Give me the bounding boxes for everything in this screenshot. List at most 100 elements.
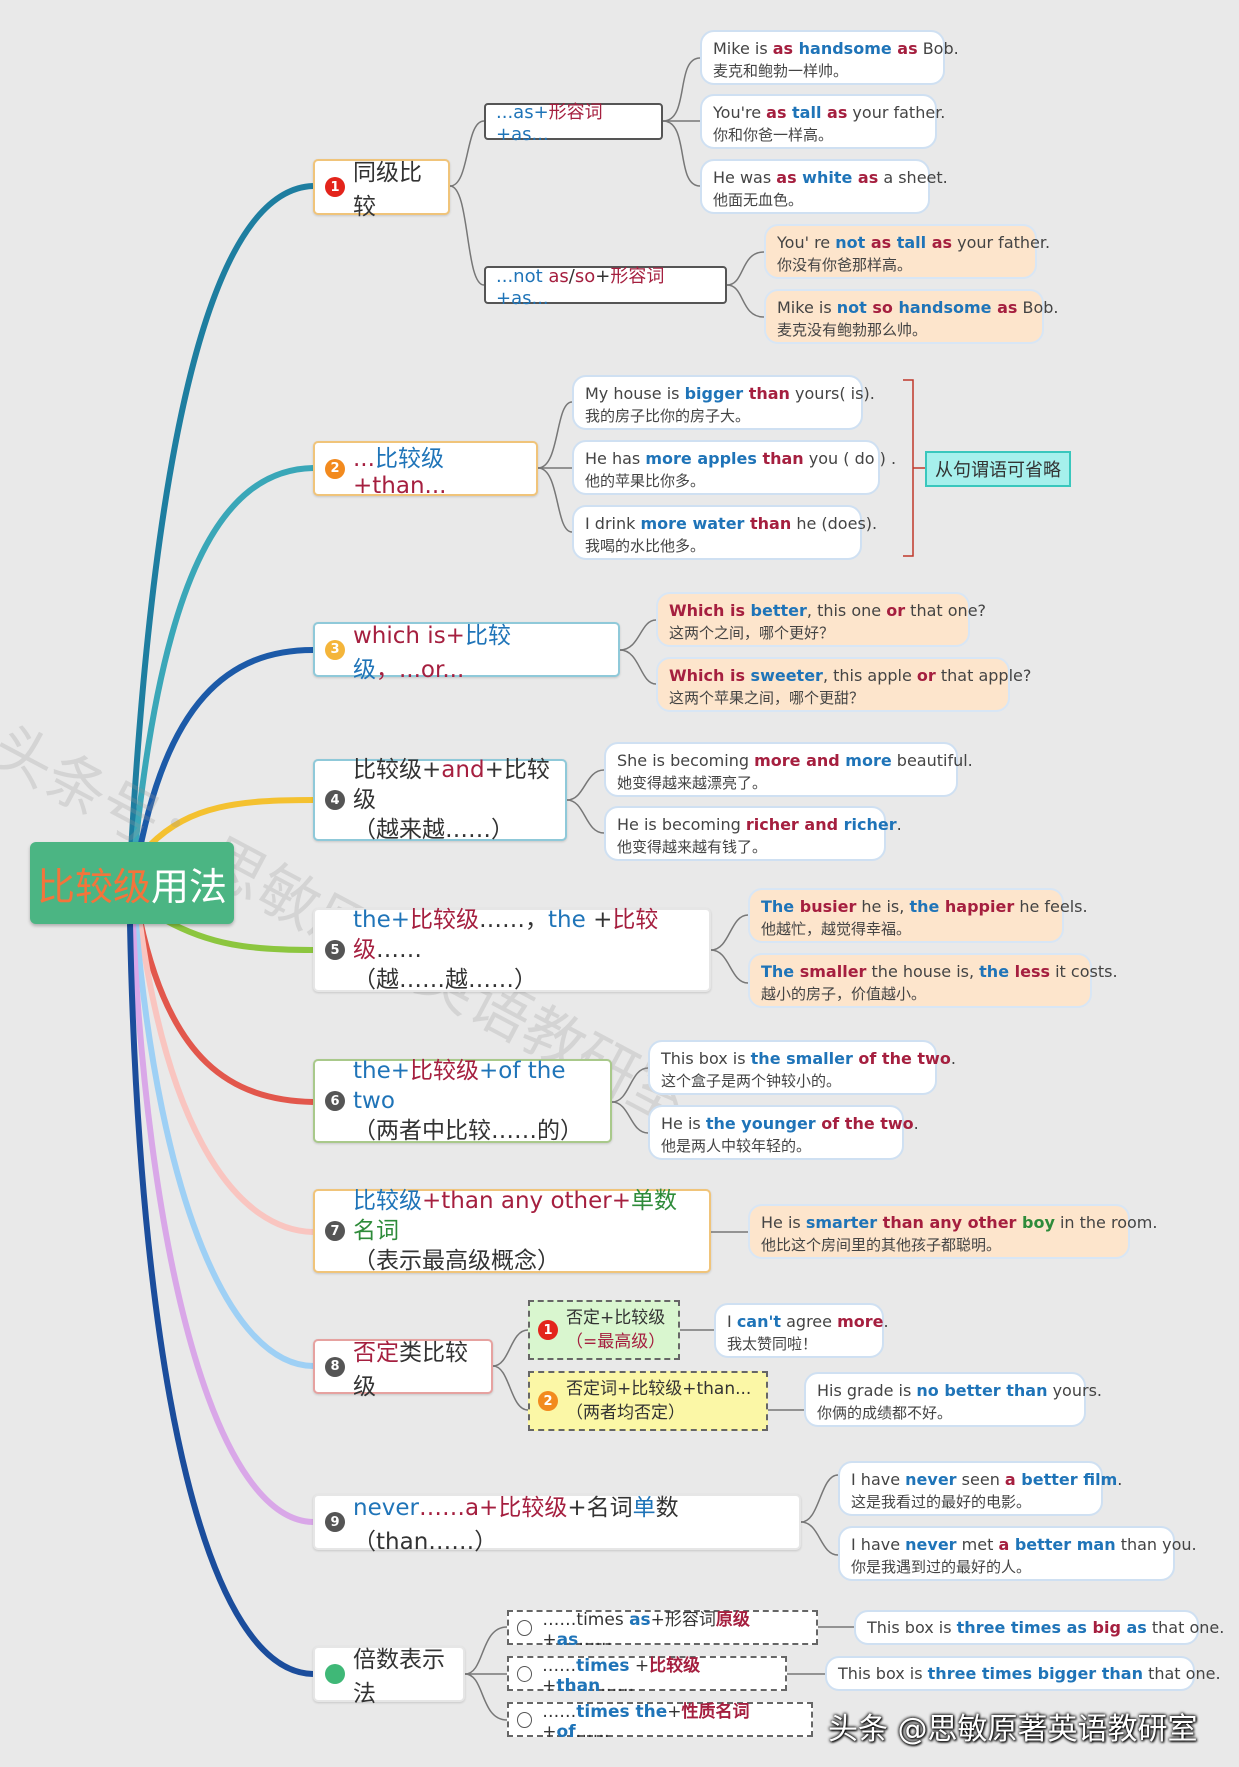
label-part: 比较级 — [498, 1495, 568, 1521]
example-leaf[interactable]: I drink more water than he (does). 我喝的水比… — [572, 505, 877, 560]
example-leaf[interactable]: This box is three times bigger than that… — [825, 1656, 1221, 1691]
example-leaf[interactable]: He has more apples than you ( do ) . 他的苹… — [572, 440, 896, 495]
text: Bob. — [917, 39, 959, 58]
central-topic[interactable]: 比较级用法 — [30, 842, 234, 924]
text: more — [645, 449, 698, 468]
translation: 这两个苹果之间，哪个更甜？ — [669, 689, 865, 707]
sub-node-times-than[interactable]: ……times +比较级+than…… — [507, 1656, 787, 1696]
text: . — [896, 815, 902, 834]
example-leaf[interactable]: Which is better, this one or that one? 这… — [656, 592, 986, 647]
branch-node-3[interactable]: 3 which is+比较级，...or... — [313, 622, 620, 683]
label-line-2: （越……越……） — [353, 967, 537, 993]
badge-sub-2: 2 — [538, 1391, 558, 1411]
label-part: 单数名词 — [353, 1188, 677, 1244]
example-leaf[interactable]: I have never met a better man than you. … — [838, 1526, 1197, 1581]
example-leaf[interactable]: The smaller the house is, the less it co… — [748, 953, 1118, 1008]
example-leaf[interactable]: The busier he is, the happier he feels. … — [748, 888, 1088, 943]
example-leaf[interactable]: You' re not as tall as your father. 你没有你… — [764, 224, 1050, 279]
branch-line-10 — [127, 923, 314, 1677]
branch-label: 倍数表示法 — [353, 1647, 445, 1707]
example-leaf[interactable]: Mike is not so handsome as Bob. 麦克没有鲍勃那么… — [764, 289, 1059, 344]
translation: 他比这个房间里的其他孩子都聪明。 — [761, 1236, 1002, 1254]
text: more — [845, 751, 892, 770]
label-part: + — [593, 907, 613, 933]
sub-part: as — [629, 1610, 651, 1630]
text: handsome — [898, 298, 998, 317]
example-leaf[interactable]: I can't agree more. 我太赞同啦！ — [714, 1303, 889, 1358]
example-leaf[interactable]: His grade is no better than yours. 你俩的成绩… — [804, 1372, 1102, 1427]
text: as — [997, 298, 1018, 317]
example-leaf[interactable]: He is becoming richer and richer. 他变得越来越… — [604, 806, 902, 861]
branch-node-5[interactable]: 5 the+比较级……，the +比较级…… （越……越……） — [313, 907, 711, 993]
text: as — [870, 233, 897, 252]
text: than — [750, 514, 792, 533]
branch-node-1[interactable]: 1 同级比较 — [313, 159, 450, 220]
example-leaf[interactable]: I have never seen a better film. 这是我看过的最… — [838, 1461, 1122, 1516]
branch-node-2[interactable]: 2 ...比较级+than... — [313, 441, 538, 499]
text: a — [998, 1535, 1015, 1554]
example-leaf[interactable]: Mike is as handsome as Bob. 麦克和鲍勃一样帅。 — [700, 30, 959, 85]
text: , this apple — [822, 666, 917, 685]
translation: 他面无血色。 — [713, 191, 804, 209]
sub-part: times the — [576, 1702, 668, 1722]
sub-node-negative-superlative[interactable]: 1 否定+比较级（=最高级） — [528, 1300, 680, 1360]
text: Which — [669, 601, 730, 620]
sub-node-both-negative[interactable]: 2 否定词+比较级+than...（两者均否定） — [528, 1371, 768, 1431]
sub-part: + — [542, 1676, 557, 1696]
branch-node-8[interactable]: 8 否定类比较级 — [313, 1339, 493, 1400]
sub-node-times-the-noun[interactable]: ……times the+性质名词+of…… — [507, 1702, 813, 1742]
text: smaller — [799, 962, 867, 981]
badge-3: 3 — [325, 639, 345, 660]
sub-node-as-as[interactable]: ...as+形容词+as... — [484, 102, 663, 145]
text: I — [727, 1312, 737, 1331]
text: . — [883, 1312, 889, 1331]
text: His grade is — [817, 1381, 917, 1400]
example-leaf[interactable]: He is the younger of the two. 他是两人中较年轻的。 — [648, 1105, 919, 1160]
text: or — [916, 666, 936, 685]
sub-line-2: （两者均否定） — [566, 1403, 685, 1423]
example-leaf[interactable]: Which is sweeter, this apple or that app… — [656, 657, 1031, 712]
example-leaf[interactable]: He is smarter than any other boy in the … — [748, 1204, 1157, 1259]
example-leaf[interactable]: This box is three times as big as that o… — [854, 1610, 1224, 1645]
sub-node-not-as-so[interactable]: ...not as/so+形容词+as... — [484, 265, 727, 309]
text: This box is — [661, 1049, 751, 1068]
sub-part: + — [595, 265, 611, 287]
sub-part: 形容词 — [610, 265, 665, 287]
branch-node-9[interactable]: 9 never……a+比较级+名词单数（than……） — [313, 1494, 801, 1555]
text: This box is — [867, 1618, 957, 1637]
bracket — [903, 379, 925, 557]
example-leaf[interactable]: You're as tall as your father. 你和你爸一样高。 — [700, 94, 945, 149]
sub-part: ...as+ — [496, 102, 549, 123]
text: man — [1076, 1535, 1116, 1554]
text: better — [750, 601, 807, 620]
text: is — [729, 666, 751, 685]
text: smarter — [805, 1213, 883, 1232]
sub-part: / — [568, 265, 575, 287]
text: the — [909, 897, 945, 916]
sub-part: + — [542, 1722, 557, 1742]
text: beautiful. — [891, 751, 973, 770]
text: no — [916, 1381, 945, 1400]
text: I have — [851, 1535, 906, 1554]
text: My house is — [585, 384, 685, 403]
label-part: 比较级 — [410, 907, 480, 933]
text: than — [1101, 1664, 1143, 1683]
sub-part: + — [667, 1702, 682, 1722]
sub-part: 原级 — [715, 1610, 750, 1630]
sub-part: +as... — [496, 124, 549, 145]
sub-part: 性质名词 — [681, 1702, 750, 1722]
example-leaf[interactable]: She is becoming more and more beautiful.… — [604, 742, 973, 797]
example-leaf[interactable]: He was as white as a sheet. 他面无血色。 — [700, 159, 948, 214]
sub-node-times-as[interactable]: ……times as+形容词原级+as…… — [507, 1610, 818, 1650]
omission-note[interactable]: 从句谓语可省略 — [925, 451, 1071, 487]
branch-node-6[interactable]: 6 the+比较级+of the two （两者中比较……的） — [313, 1058, 612, 1144]
label-part: ，...or... — [376, 656, 465, 683]
example-leaf[interactable]: My house is bigger than yours( is). 我的房子… — [572, 375, 875, 430]
branch-node-4[interactable]: 4 比较级+and+比较级 （越来越……） — [313, 757, 567, 843]
example-leaf[interactable]: This box is the smaller of the two. 这个盒子… — [648, 1040, 956, 1095]
branch-node-10[interactable]: 倍数表示法 — [313, 1646, 465, 1707]
branch-node-7[interactable]: 7 比较级+than any other+单数名词 （表示最高级概念） — [313, 1188, 711, 1274]
branch-line-2 — [130, 465, 314, 871]
signature: 头条 @思敏原著英语教研室 — [828, 1712, 1198, 1747]
text: your father. — [952, 233, 1051, 252]
